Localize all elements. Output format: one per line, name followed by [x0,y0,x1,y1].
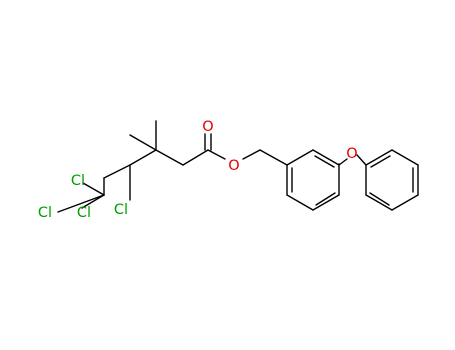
bond-c6-cl-right [81,194,105,209]
bond-ch2-ring1 [259,149,288,166]
ring1-bond-2 [286,194,314,211]
ring2-bond-5 [365,194,393,211]
ring2-inner-1 [370,155,391,168]
atom-o-carbonyl: O [202,119,213,135]
bond-c3-methyl-left [129,134,157,151]
atom-o-ester: O [228,158,239,174]
bond-c1-o-ester [207,149,226,160]
bond-o-ester-ch2 [242,149,261,160]
atom-cl-right: Cl [77,205,91,221]
ring2-bond-4 [391,194,419,211]
ring2-inner-3 [369,192,390,206]
bond-o-ether-ring2 [356,154,367,166]
bond-c6-cl-top [82,182,105,196]
ring1-inner-2 [315,192,336,206]
ring1-bond-3 [312,194,340,211]
ring2-bond-1 [365,149,393,166]
atom-cl-c4: Cl [114,202,128,218]
atom-o-ether: O [346,146,357,162]
bond-c6-cl-left [57,194,105,213]
bond-c4-c3 [129,149,157,166]
ring1-bond-6 [286,149,314,166]
ring1-inner-3 [314,155,335,168]
ring2-bond-2 [391,149,419,166]
ring1-bond-5 [312,149,340,166]
bond-c5-c4 [103,164,131,179]
bond-ring1-o-ether-b [338,158,348,166]
atom-cl-left: Cl [38,205,52,221]
bond-c3-c2 [155,149,184,166]
bond-c2-c1 [182,149,209,166]
atom-cl-top: Cl [71,173,85,189]
